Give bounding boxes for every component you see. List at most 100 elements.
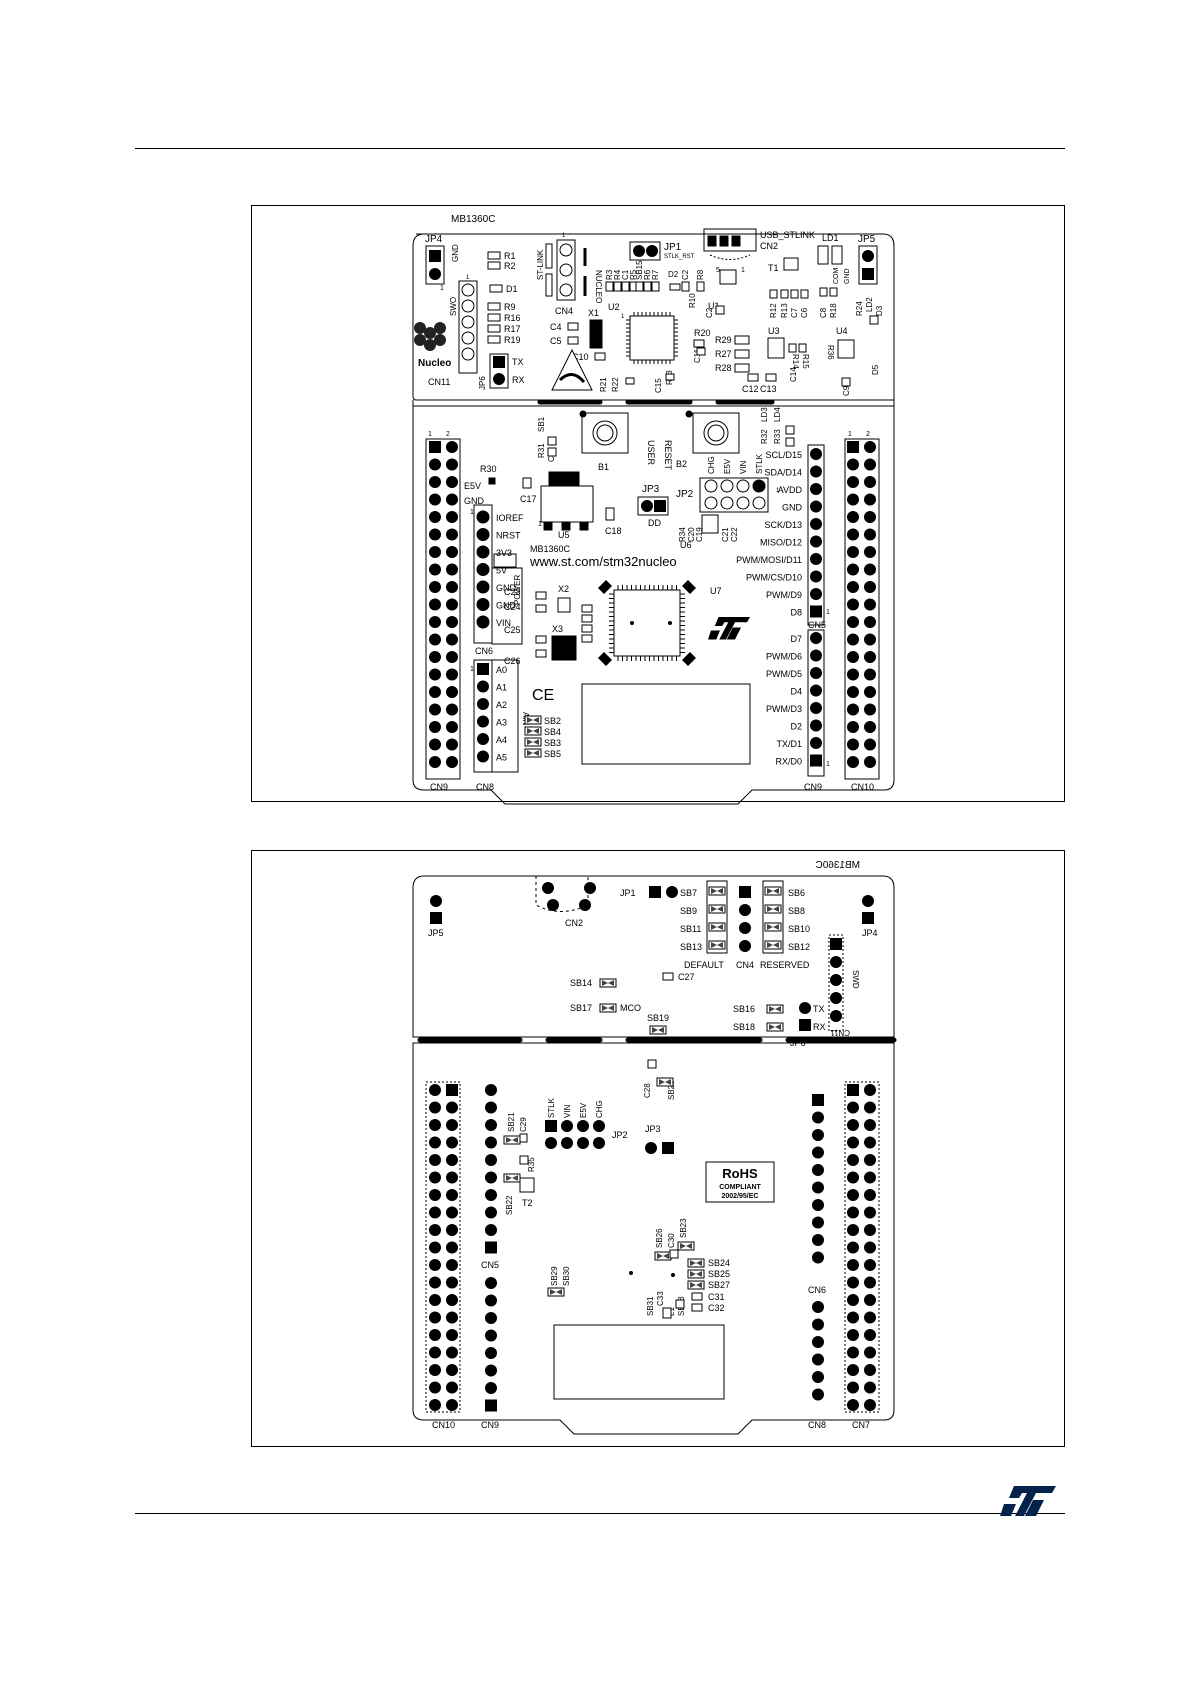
crystal-x2 [557, 597, 571, 613]
jp2-pin [561, 1120, 573, 1132]
ref-c13: C13 [760, 384, 777, 394]
cn11-pin [830, 974, 842, 986]
cn7-pin [847, 1381, 859, 1394]
board-outline-upper [412, 233, 895, 401]
pin [641, 500, 653, 512]
ref-d1: D1 [506, 284, 518, 294]
cn10-pin [864, 651, 876, 663]
cn7-pin [864, 1171, 876, 1184]
pin5-mark: 5 [716, 267, 720, 274]
cn9-pin [810, 649, 822, 662]
digital-pin-label: SDA/D14 [764, 468, 802, 478]
cn4-label: CN4 [736, 960, 754, 970]
url-text: www.st.com/stm32nucleo [529, 554, 677, 569]
ref-SB8: SB8 [788, 906, 805, 916]
crystal-x3 [551, 635, 577, 661]
pin2-mark: 2 [866, 431, 870, 438]
cn7-pin [864, 1101, 876, 1114]
cn10-pin [429, 1311, 441, 1324]
cn10-pin [429, 1241, 441, 1254]
sb-fill [767, 942, 779, 948]
button-b2 [692, 412, 740, 454]
sb-fill [680, 1243, 692, 1249]
jp2-pin [593, 1120, 605, 1132]
cn7-pin [429, 493, 441, 506]
user-label: USER [646, 440, 656, 466]
cn7-pin [429, 458, 441, 471]
pin-square [799, 1019, 811, 1031]
jp2-pin-label: VIN [563, 1104, 572, 1118]
cap-pad [535, 649, 547, 658]
resistor-pad [487, 302, 501, 311]
cn7-pin [847, 1329, 859, 1341]
ref-c29: C29 [519, 1117, 528, 1132]
cn6-pin [476, 580, 490, 594]
cn7-pin [429, 441, 441, 453]
ld1-label: LD1 [822, 233, 839, 243]
sb-fill [550, 1289, 562, 1295]
cn7-pin [446, 651, 458, 663]
cn10-pin [429, 1276, 441, 1289]
sb-sb20 [656, 1077, 674, 1087]
cn5-pin [485, 1119, 497, 1131]
ref-SB27: SB27 [708, 1280, 730, 1290]
cn10-pin [847, 703, 859, 716]
jp2-outline [699, 477, 769, 513]
ref-r35: R35 [527, 1157, 536, 1172]
sb-fill [711, 942, 723, 948]
cn7-pin [864, 1241, 876, 1254]
nucleo-label: NUCLEO [594, 270, 603, 303]
cn7-pin [864, 1206, 876, 1219]
cn8-pin [812, 1301, 824, 1313]
cn9-outline [807, 629, 825, 777]
corner-mark [598, 580, 612, 594]
power-group-box [491, 567, 523, 645]
ref-t2: T2 [522, 1198, 533, 1208]
ref-u4: U4 [836, 326, 848, 336]
led-pad [817, 245, 829, 265]
cn11-pin [461, 347, 475, 361]
cn9-pin [485, 1294, 497, 1307]
power-pin-label: 3V3 [496, 548, 512, 558]
analog-pin-label: A0 [496, 665, 507, 675]
u5-lead [543, 521, 553, 531]
cn7-pin [847, 1346, 859, 1359]
smd-pad [798, 343, 807, 353]
ref-c4: C4 [550, 322, 562, 332]
cn9-pin [485, 1364, 497, 1377]
ref-r10: R10 [688, 293, 697, 308]
cap-pad [522, 477, 532, 489]
cn7-pin [864, 1154, 876, 1166]
cn7-pin [864, 1329, 876, 1341]
ref-C6: C6 [800, 307, 809, 318]
cn10-pin [864, 721, 876, 733]
pin1-mark: 1 [562, 233, 566, 239]
cn7-pin [429, 633, 441, 646]
jp2-pin [720, 496, 734, 510]
cn5-pin [485, 1206, 497, 1219]
top-board-frame [251, 205, 1065, 802]
smd-pad [665, 373, 675, 381]
cn10-pin [446, 1259, 458, 1271]
cn10-label: CN10 [851, 782, 874, 792]
cn6-pin [812, 1181, 824, 1194]
cn9-pin [810, 632, 822, 644]
cn7-pin [847, 1399, 859, 1411]
sb-fill [657, 1253, 669, 1259]
usb-pin [707, 235, 717, 247]
sb-SB9 [708, 904, 726, 914]
sb-fill [769, 1006, 781, 1012]
ref-sb22: SB22 [505, 1195, 514, 1215]
cn10-pin [429, 1224, 441, 1236]
ref-C21: C21 [721, 527, 730, 542]
cn7-pin [446, 546, 458, 558]
cn10-pin [847, 721, 859, 733]
cn10-pin [864, 476, 876, 488]
ref-SB2: SB2 [544, 716, 561, 726]
cn11-pin [830, 992, 842, 1004]
cn8-pin [477, 663, 489, 675]
swo-label: SWO [449, 297, 458, 316]
usb-pin [731, 235, 741, 247]
cap-pad [535, 635, 547, 644]
ref-sb23: SB23 [679, 1218, 688, 1238]
